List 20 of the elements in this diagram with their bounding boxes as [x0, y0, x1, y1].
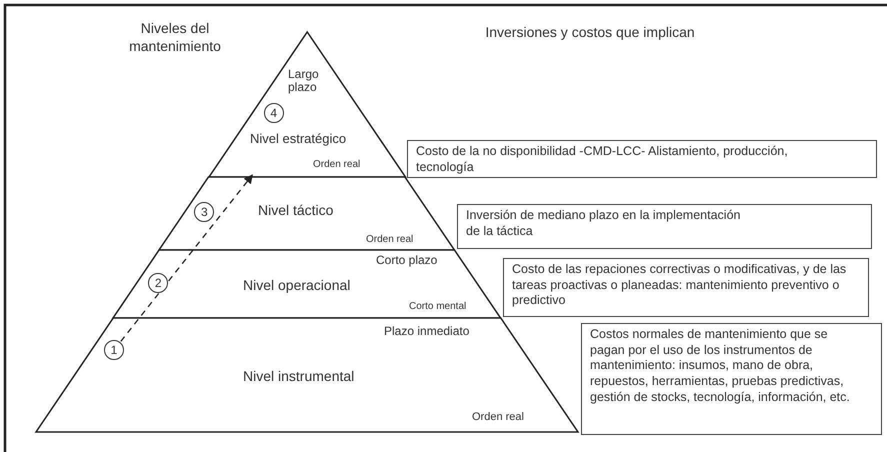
order-label: Orden real [366, 234, 414, 245]
term-label: Largo plazo [288, 68, 320, 94]
pyramid-band [158, 176, 456, 251]
term-label: Corto plazo [376, 254, 438, 268]
level-label: Nivel operacional [242, 278, 350, 294]
term-label: Plazo inmediato [384, 325, 470, 338]
column-heading: Niveles del mantenimiento [128, 20, 222, 55]
level-label: Nivel táctico [258, 203, 334, 218]
order-label: Orden real [472, 411, 524, 424]
cost-description-box: Inversión de mediano plazo en la implementación de la táctica [457, 204, 872, 249]
order-label: Orden real [312, 159, 360, 170]
cost-description-box: Costo de las repaciones correctivas o modificativas, y de las tareas proactivas o planeadas: mantenimiento preventivo o predictivo [503, 258, 869, 317]
level-label: Nivel estratégico [250, 132, 346, 146]
cost-description-box: Costo de la no disponibilidad -CMD-LCC- Alistamiento, producción, tecnología [407, 140, 877, 178]
level-label: Nivel instrumental [243, 369, 354, 384]
pyramid-band [112, 249, 502, 319]
cost-description-box: Costos normales de mantenimiento que se pagan por el uso de los instrumentos de mantenimiento: insumos, mano de obra, repuestos, herramientas, pruebas predictivas, gestión de stocks, tecnología, información, etc. [581, 323, 882, 435]
order-label: Corto mental [408, 301, 466, 312]
dashed-arrow [120, 174, 253, 342]
column-heading: Inversiones y costos que implican [484, 24, 696, 42]
